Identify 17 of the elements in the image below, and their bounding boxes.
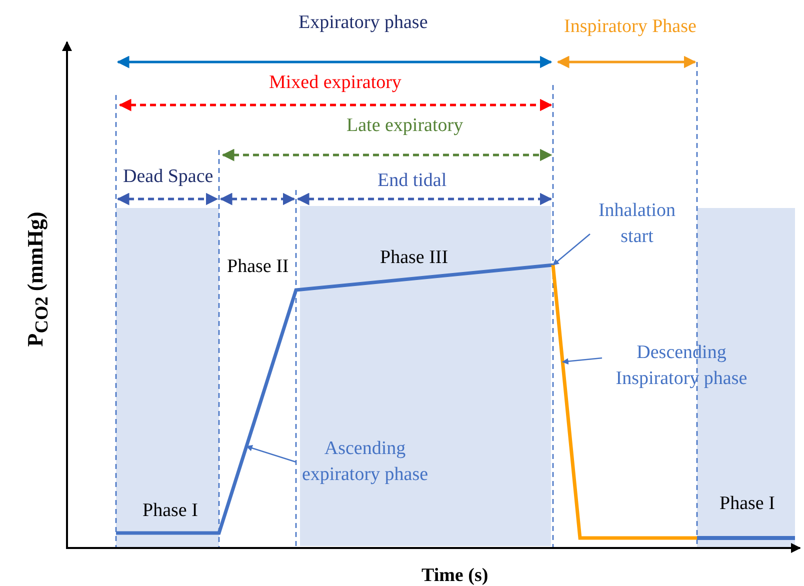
- span-label: Mixed expiratory: [269, 72, 402, 94]
- span-label: Expiratory phase: [298, 12, 428, 34]
- phase-label: Phase III: [380, 247, 448, 269]
- span-label: Inspiratory Phase: [564, 16, 696, 38]
- annotation-text: Ascending expiratory phase: [285, 436, 445, 488]
- span-label: Late expiratory: [346, 115, 464, 137]
- axis-title: Time (s): [422, 565, 488, 586]
- annotation-text: Descending Inspiratory phase: [604, 340, 759, 392]
- phase-label: Phase I: [142, 500, 198, 522]
- leader-line: [562, 357, 602, 365]
- phase-label: Phase II: [227, 256, 289, 278]
- leader-line: [552, 234, 590, 266]
- phase-label: Phase I: [720, 493, 775, 515]
- annotation-text: Inhalation start: [592, 198, 682, 250]
- leader-line: [246, 444, 296, 463]
- span-label: Dead Space: [123, 166, 214, 188]
- span-label: End tidal: [378, 170, 447, 192]
